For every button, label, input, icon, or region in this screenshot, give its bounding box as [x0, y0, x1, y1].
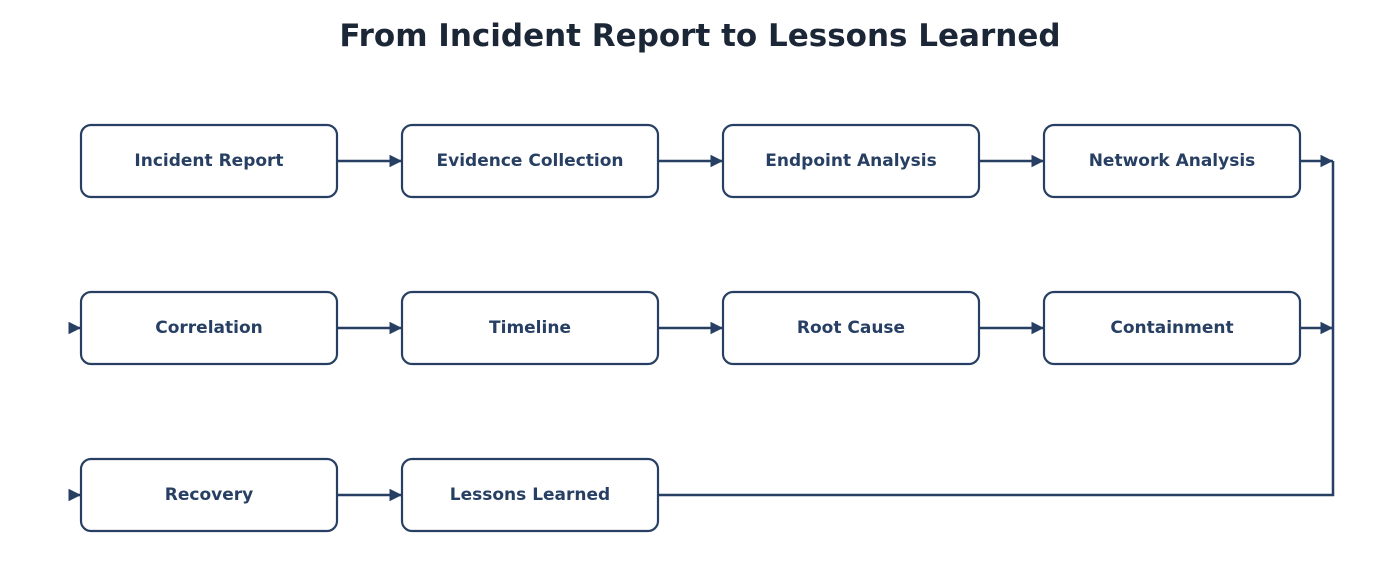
node-label: Incident Report [134, 151, 283, 171]
node-label: Lessons Learned [450, 485, 610, 505]
return-trunk-line [658, 161, 1335, 497]
node-network-analysis: Network Analysis [1042, 123, 1302, 199]
node-box [721, 123, 981, 199]
node-box [1042, 123, 1302, 199]
node-label: Root Cause [797, 318, 905, 338]
node-box [400, 457, 660, 533]
node-incident-report: Incident Report [79, 123, 339, 199]
node-timeline: Timeline [400, 290, 660, 366]
node-label: Network Analysis [1089, 151, 1256, 171]
node-box [79, 290, 339, 366]
node-recovery: Recovery [79, 457, 339, 533]
node-endpoint-analysis: Endpoint Analysis [721, 123, 981, 199]
node-box [400, 123, 660, 199]
node-label: Timeline [489, 318, 571, 338]
node-box [1042, 290, 1302, 366]
node-lessons-learned: Lessons Learned [400, 457, 660, 533]
node-box [400, 290, 660, 366]
node-label: Evidence Collection [437, 151, 624, 171]
node-correlation: Correlation [79, 290, 339, 366]
node-root-cause: Root Cause [721, 290, 981, 366]
node-containment: Containment [1042, 290, 1302, 366]
diagram-title: From Incident Report to Lessons Learned [339, 18, 1061, 54]
node-label: Correlation [155, 318, 263, 338]
node-label: Containment [1110, 318, 1233, 338]
node-evidence-collection: Evidence Collection [400, 123, 660, 199]
node-box [721, 290, 981, 366]
node-label: Endpoint Analysis [765, 151, 936, 171]
node-box [79, 123, 339, 199]
node-box [79, 457, 339, 533]
node-label: Recovery [165, 485, 253, 505]
